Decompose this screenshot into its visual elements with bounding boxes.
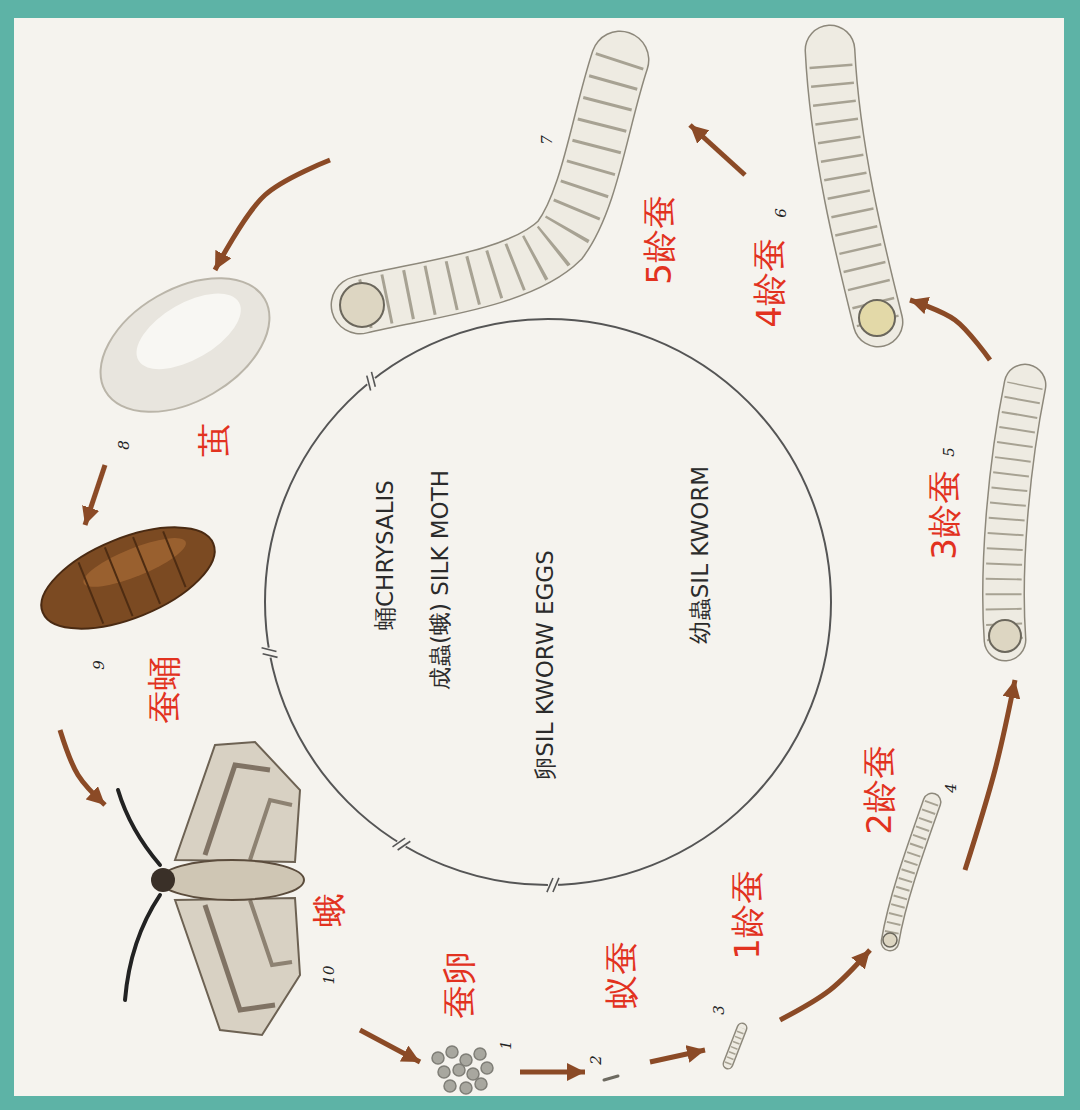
cocoon <box>77 251 292 440</box>
cycle-arrow <box>60 730 105 805</box>
panel <box>14 18 1064 1096</box>
stage-label: 2龄蚕 <box>860 745 899 835</box>
stage-label: 蚕卵 <box>440 951 479 1019</box>
pupa <box>28 506 229 649</box>
stage-node: 蚁蚕 2 <box>585 935 650 1095</box>
callout-number: 1 <box>498 1040 515 1050</box>
moth <box>118 742 304 1035</box>
callout-number: 3 <box>711 1005 728 1015</box>
cycle-arrow <box>360 1030 420 1062</box>
cycle-circle: 蛹CHRYSALIS 成蟲(蛾) SILK MOTH 卵SIL KWORW EGGS… <box>263 317 833 887</box>
cycle-phase-label: 成蟲(蛾) SILK MOTH <box>427 470 453 690</box>
larva-third-instar <box>989 385 1025 652</box>
stage-label: 4龄蚕 <box>750 238 789 328</box>
callout-number: 8 <box>116 440 133 450</box>
stage-node: 蛾 10 <box>105 735 360 1045</box>
callout-number: 4 <box>943 783 960 793</box>
callout-number: 2 <box>588 1055 605 1065</box>
segment-tick <box>262 648 278 658</box>
larva-fourth-instar <box>830 50 895 336</box>
stage-node: 3龄蚕 5 <box>920 360 1055 680</box>
cycle-phase-label: 卵SIL KWORW EGGS <box>532 550 558 780</box>
stage-node: 5龄蚕 7 <box>330 35 690 345</box>
stage-label: 蚕蛹 <box>145 656 184 724</box>
cycle-arrow <box>965 680 1015 870</box>
stage-node: 茧8 <box>95 270 268 465</box>
callout-number: 7 <box>539 135 556 145</box>
segment-tick <box>547 878 559 892</box>
cycle-arrow <box>520 1070 585 1075</box>
cycle-phase-label: 蛹CHRYSALIS <box>372 480 398 630</box>
stage-node: 2龄蚕 4 <box>855 740 965 950</box>
circle-line <box>265 319 831 885</box>
cycle-arrow <box>910 300 990 360</box>
segment-tick <box>367 372 376 391</box>
stage-label: 1龄蚕 <box>728 870 767 960</box>
hatchling <box>604 1076 618 1080</box>
stage-label: 茧 <box>195 423 234 457</box>
stage-node: 1龄蚕 3 <box>705 865 780 1070</box>
cycle-arrow <box>215 160 330 270</box>
stage-node: 蚕蛹 9 <box>35 525 220 730</box>
stage-node: 蚕卵 1 <box>420 945 520 1095</box>
segment-tick <box>393 838 411 850</box>
stage-label: 5龄蚕 <box>640 195 679 285</box>
cycle-arrow <box>85 465 105 525</box>
cycle-phase-label: 幼蟲SIL KWORM <box>687 466 713 644</box>
callout-number: 9 <box>91 660 108 670</box>
stage-node: 4龄蚕 6 <box>745 30 910 350</box>
cycle-arrow <box>650 1050 705 1062</box>
stage-label: 蚁蚕 <box>602 941 641 1009</box>
egg-cluster <box>432 1046 493 1094</box>
callout-number: 10 <box>321 965 338 984</box>
cycle-arrow <box>780 950 870 1020</box>
larva-first-instar <box>728 1028 742 1064</box>
stage-label: 蛾 <box>310 893 349 927</box>
callout-number: 5 <box>941 447 958 457</box>
cycle-arrow <box>690 125 745 175</box>
larva-fifth-instar <box>340 60 620 327</box>
callout-number: 6 <box>773 208 790 218</box>
stage-label: 3龄蚕 <box>925 470 964 560</box>
